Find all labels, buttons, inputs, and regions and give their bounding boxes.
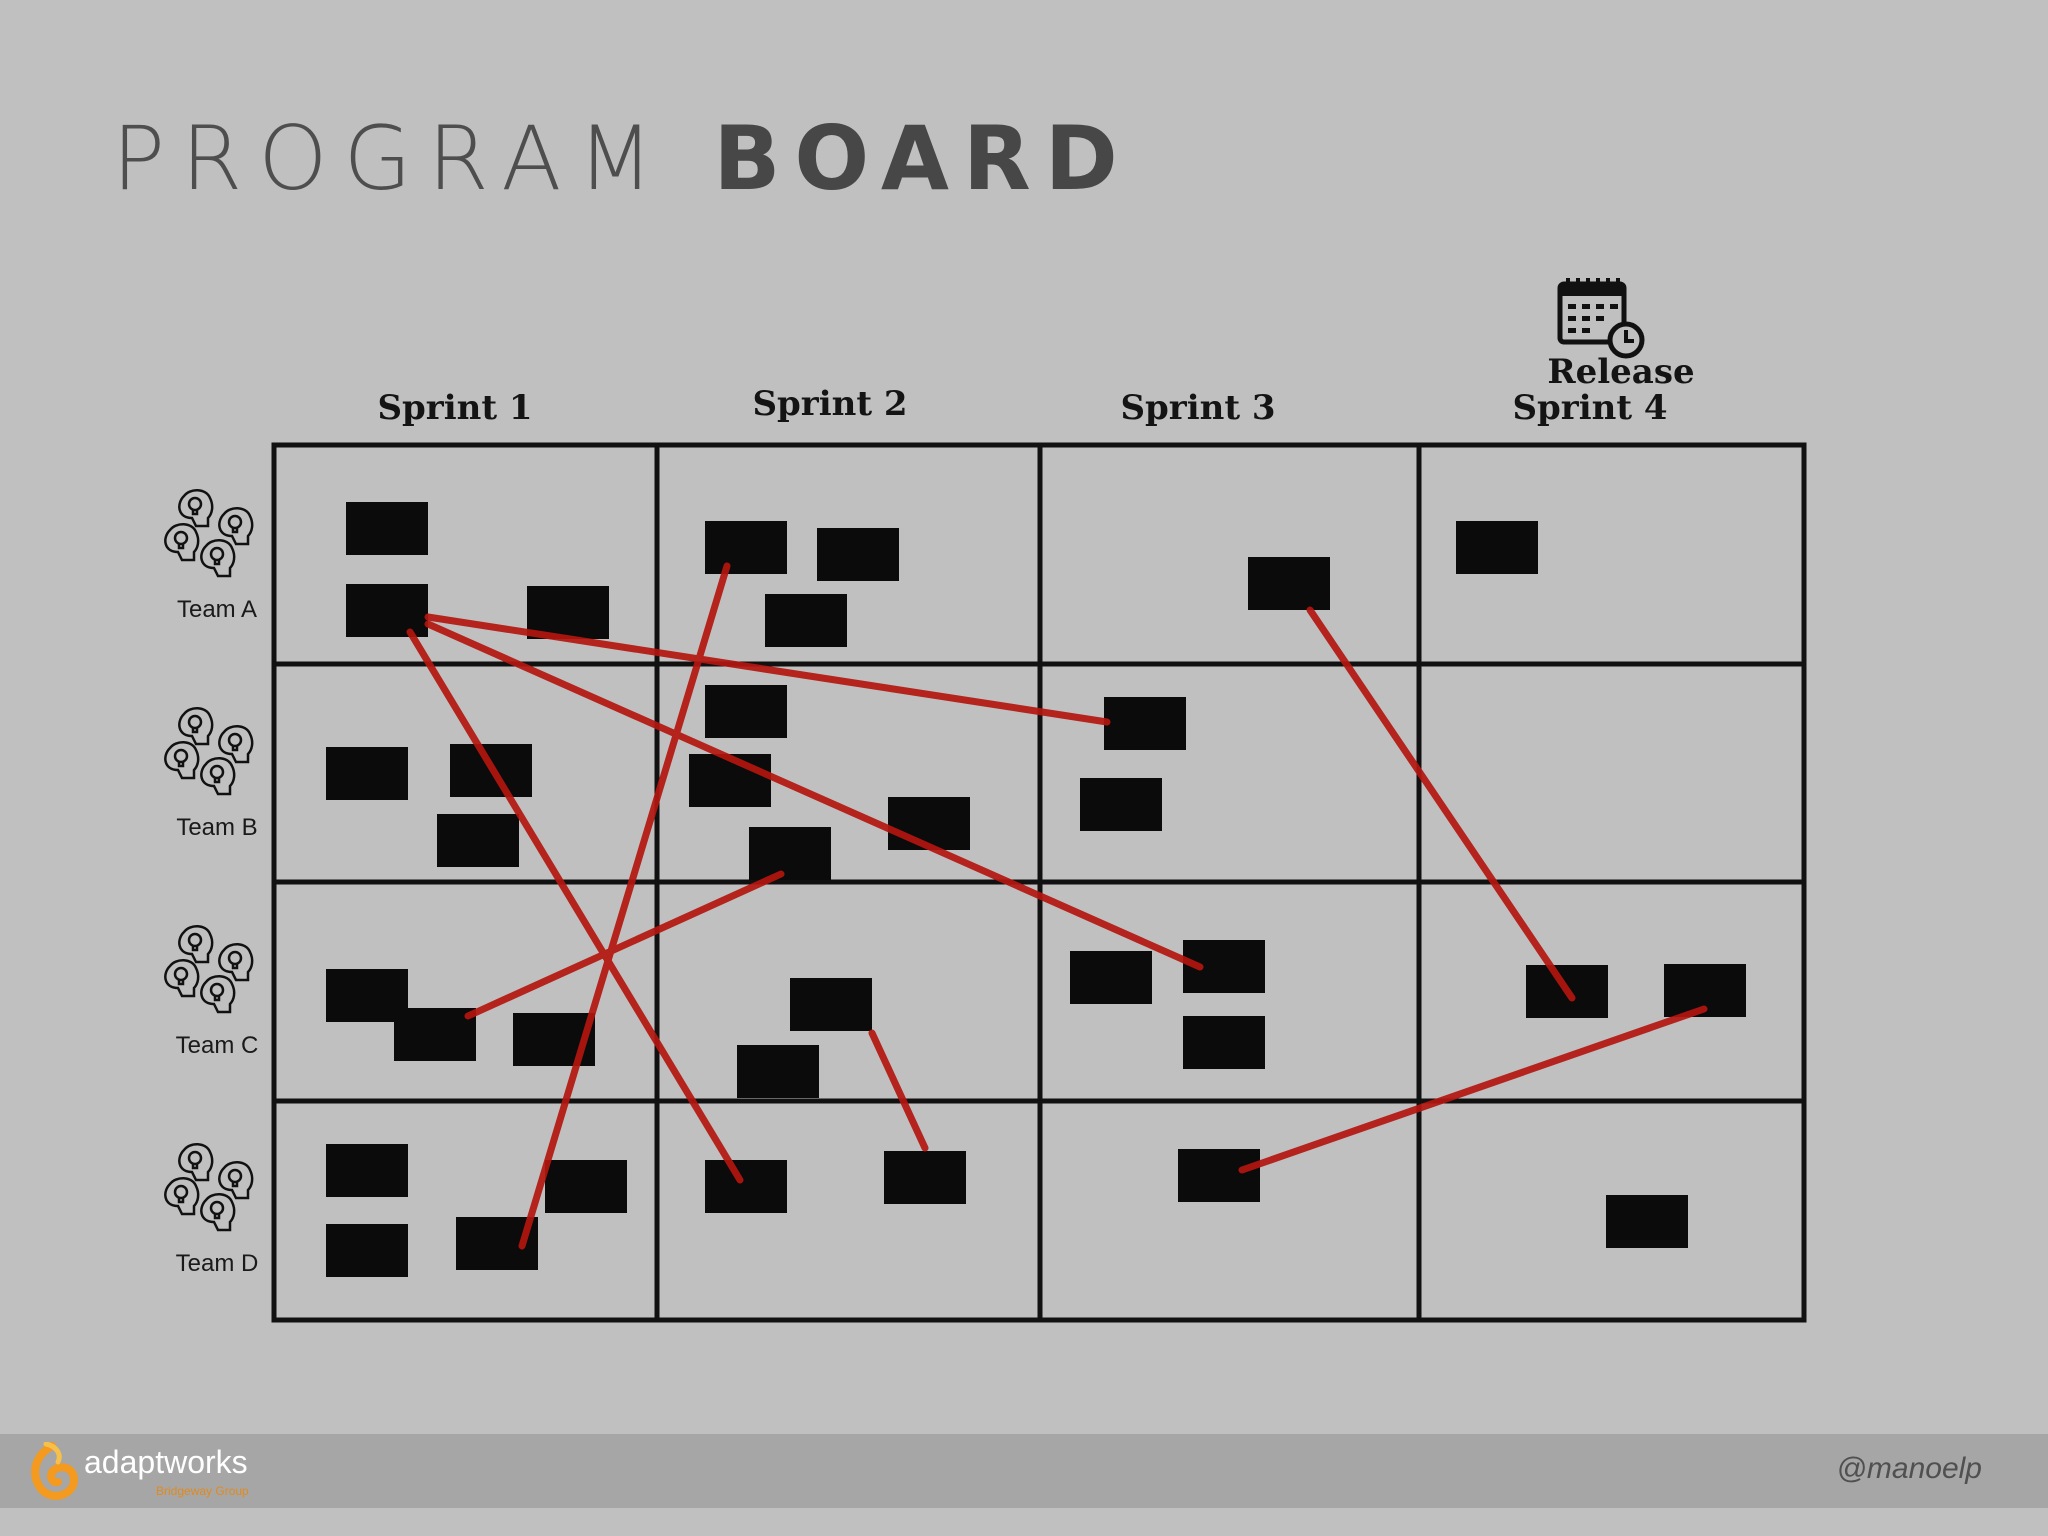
cell-a-3	[1037, 442, 1422, 667]
dependency-line	[868, 1029, 929, 1152]
dependency-strings	[406, 562, 1708, 1250]
sticky-note[interactable]	[705, 521, 787, 574]
calendar-clock-icon	[1557, 278, 1645, 359]
cell-b-3	[1037, 661, 1422, 885]
sprint-label-1: Sprint 1	[377, 388, 533, 428]
cell-d-3	[1037, 1098, 1422, 1323]
team-c-icon	[164, 925, 254, 1014]
sticky-note[interactable]	[1080, 778, 1162, 831]
sticky-note[interactable]	[749, 827, 831, 880]
dependency-line	[1238, 1005, 1708, 1174]
sticky-note[interactable]	[884, 1151, 966, 1204]
sticky-note[interactable]	[1178, 1149, 1260, 1202]
team-d-icon	[164, 1143, 254, 1232]
sticky-note[interactable]	[346, 502, 428, 555]
team-label-c: Team C	[175, 1032, 259, 1059]
cell-b-4	[1416, 661, 1807, 885]
sticky-note[interactable]	[1606, 1195, 1688, 1248]
sticky-note[interactable]	[1248, 557, 1330, 610]
board-cells	[271, 442, 1807, 1323]
sprint-label-4: Sprint 4	[1512, 388, 1668, 428]
footer-logo-subtitle: Bridgeway Group	[156, 1484, 249, 1498]
dependency-line	[406, 628, 744, 1184]
dependency-line	[464, 870, 785, 1020]
sticky-note[interactable]	[705, 685, 787, 738]
sticky-note[interactable]	[326, 747, 408, 800]
footer-bar: adaptworks Bridgeway Group @manoelp	[0, 1434, 2048, 1508]
sticky-notes	[326, 502, 1746, 1277]
team-label-a: Team A	[176, 596, 258, 623]
sticky-note[interactable]	[1104, 697, 1186, 750]
sticky-note[interactable]	[790, 978, 872, 1031]
team-label-b: Team B	[176, 814, 258, 841]
milestone-label-release: Release	[1547, 352, 1695, 392]
sticky-note[interactable]	[705, 1160, 787, 1213]
sticky-note[interactable]	[527, 586, 609, 639]
sticky-note[interactable]	[888, 797, 970, 850]
sticky-note[interactable]	[817, 528, 899, 581]
sticky-note[interactable]	[1456, 521, 1538, 574]
dependency-line	[424, 620, 1204, 971]
sticky-note[interactable]	[689, 754, 771, 807]
sprint-label-2: Sprint 2	[752, 384, 908, 424]
dependency-line	[518, 562, 731, 1250]
sticky-note[interactable]	[737, 1045, 819, 1098]
sticky-note[interactable]	[394, 1008, 476, 1061]
sticky-note[interactable]	[1070, 951, 1152, 1004]
sticky-note[interactable]	[326, 1224, 408, 1277]
footer-logo-text: adaptworks	[84, 1444, 248, 1480]
cell-c-4	[1416, 879, 1807, 1104]
sticky-note[interactable]	[326, 1144, 408, 1197]
team-label-d: Team D	[175, 1250, 259, 1277]
page-title-bold: BOARD	[713, 107, 1132, 210]
dependency-line	[424, 613, 1111, 726]
page-title: PROGRAM BOARD	[112, 104, 1132, 214]
sticky-note[interactable]	[437, 814, 519, 867]
sticky-note[interactable]	[1183, 1016, 1265, 1069]
adaptworks-logo-icon	[31, 1442, 79, 1500]
footer-handle: @manoelp	[1836, 1452, 1982, 1485]
sticky-note[interactable]	[545, 1160, 627, 1213]
dependency-line	[1306, 606, 1576, 1002]
team-b-icon	[164, 707, 254, 796]
sticky-note[interactable]	[346, 584, 428, 637]
page-title-light: PROGRAM	[112, 107, 670, 210]
sprint-label-3: Sprint 3	[1120, 388, 1276, 428]
sticky-note[interactable]	[765, 594, 847, 647]
cell-d-4	[1416, 1098, 1807, 1323]
team-a-icon	[164, 489, 254, 578]
